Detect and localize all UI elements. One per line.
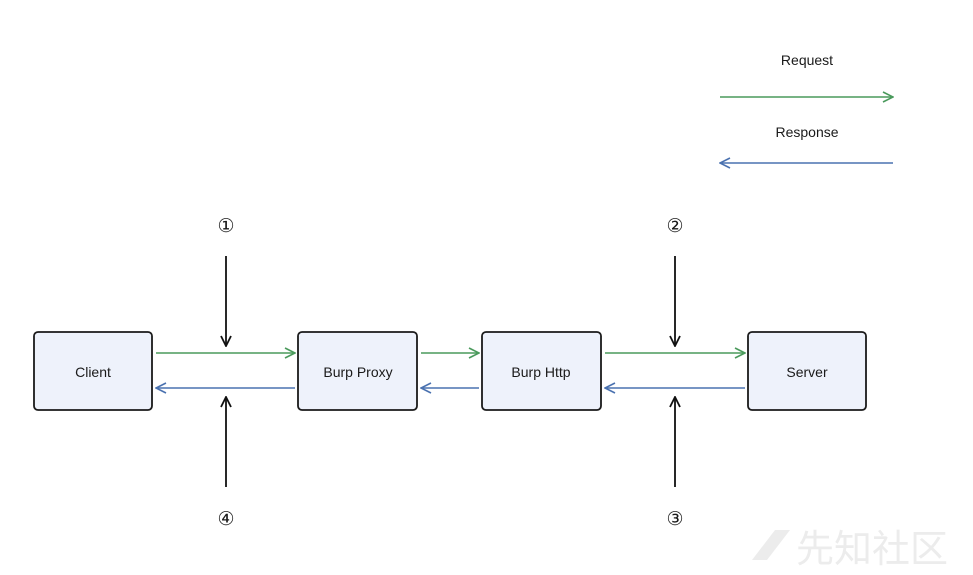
node-server: Server xyxy=(747,331,867,411)
node-burp-proxy-label: Burp Proxy xyxy=(323,364,392,380)
node-client: Client xyxy=(33,331,153,411)
legend-response-label: Response xyxy=(775,124,838,140)
node-burp-http: Burp Http xyxy=(481,331,602,411)
marker-3-label: ③ xyxy=(666,508,683,530)
marker-1-label: ① xyxy=(217,215,234,237)
node-client-label: Client xyxy=(75,364,111,380)
marker-2-label: ② xyxy=(666,215,683,237)
watermark: 先知社区 xyxy=(752,527,948,571)
watermark-text: 先知社区 xyxy=(796,527,948,571)
legend: Request Response xyxy=(720,52,893,163)
node-server-label: Server xyxy=(786,364,828,380)
legend-request-label: Request xyxy=(781,52,833,68)
node-burp-proxy: Burp Proxy xyxy=(297,331,418,411)
node-burp-http-label: Burp Http xyxy=(511,364,570,380)
marker-4-label: ④ xyxy=(217,508,234,530)
watermark-logo-icon xyxy=(752,530,790,560)
